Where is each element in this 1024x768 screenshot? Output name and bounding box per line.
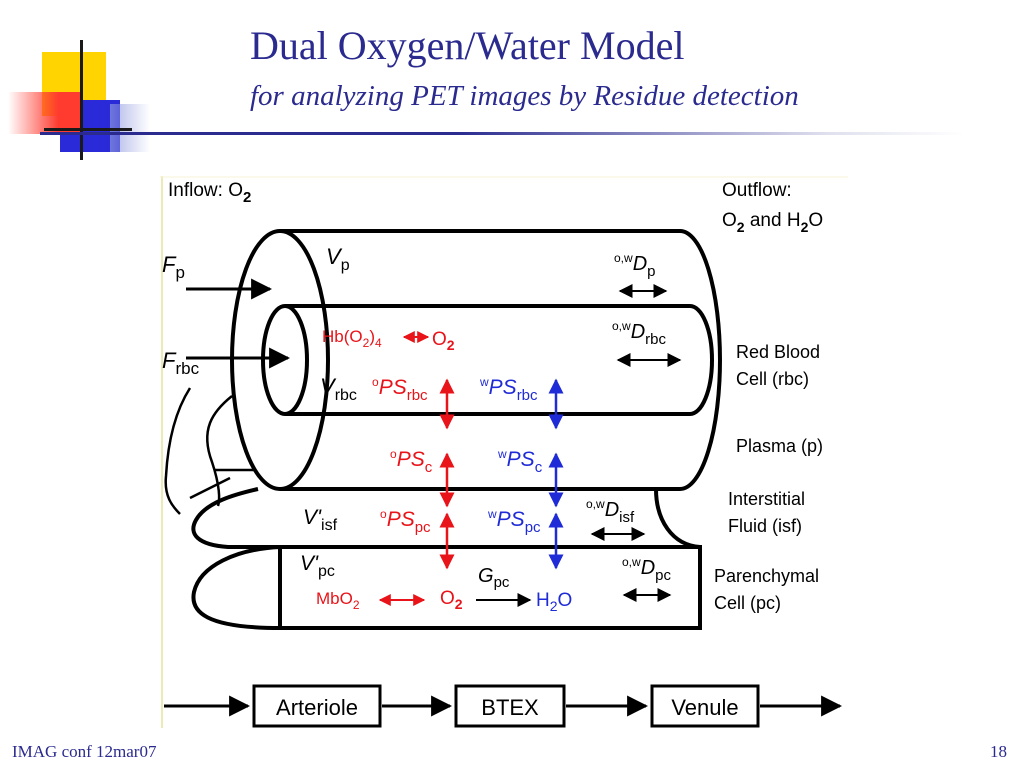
volume-visf-label: V'isf: [303, 506, 338, 534]
ps-water-rbc: wPSrbc: [479, 375, 538, 404]
tissue-edge-lines: [164, 387, 256, 515]
arteriole-label: Arteriole: [276, 695, 358, 720]
diffusion-dp: o,wDp: [614, 251, 668, 298]
outflow-species: O2 and H2O: [722, 210, 823, 235]
species-h2o: H2O: [536, 590, 572, 614]
region-pc-line2: Cell (pc): [714, 593, 781, 613]
species-o2-pc: O2: [440, 588, 463, 612]
btex-box: [454, 684, 566, 728]
flow-fp-label: Fp: [162, 252, 185, 282]
logo-vertical-line: [80, 40, 83, 160]
region-rbc-line1: Red Blood: [736, 342, 820, 362]
volume-vrbc-label: Vrbc: [320, 374, 357, 404]
inflow-label: Inflow: O2: [168, 180, 251, 206]
venule-label: Venule: [671, 695, 738, 720]
ps-oxygen-capillary: oPSc: [390, 447, 433, 476]
diffusion-disf: o,wDisf: [586, 497, 646, 541]
region-isf-line1: Interstitial: [728, 489, 805, 509]
ps-water-capillary: wPSc: [497, 447, 543, 476]
logo-red-bar: [8, 92, 80, 134]
svg-text:o,wDpc: o,wDpc: [622, 555, 671, 584]
flow-chain: Arteriole BTEX Venule: [164, 684, 843, 728]
conversion-gpc-label: Gpc: [478, 565, 510, 591]
venule-box: [650, 684, 760, 728]
volume-vp-label: Vp: [326, 244, 350, 274]
rbc-cylinder: [261, 304, 714, 416]
species-hbo2: Hb(O2)4: [322, 327, 382, 350]
region-isf-line2: Fluid (isf): [728, 516, 802, 536]
slide-subtitle: for analyzing PET images by Residue dete…: [250, 80, 799, 112]
svg-text:o,wDrbc: o,wDrbc: [612, 319, 666, 348]
svg-text:o,wDp: o,wDp: [614, 251, 655, 280]
arteriole-box: [252, 684, 382, 728]
species-o2-rbc: O2: [432, 329, 455, 353]
ps-water-parenchymal: wPSpc: [487, 507, 541, 536]
ps-oxygen-rbc: oPSrbc: [372, 375, 428, 404]
species-mbo2: MbO2: [316, 589, 360, 612]
region-plasma: Plasma (p): [736, 436, 823, 456]
region-pc-line1: Parenchymal: [714, 566, 819, 586]
volume-vpc-label: V'pc: [300, 552, 335, 580]
title-divider: [40, 132, 964, 135]
diffusion-drbc: o,wDrbc: [612, 319, 682, 367]
svg-text:o,wDisf: o,wDisf: [586, 497, 635, 526]
slide-title: Dual Oxygen/Water Model: [250, 23, 685, 68]
region-rbc-line2: Cell (rbc): [736, 369, 809, 389]
interstitial-layer: [191, 487, 701, 549]
parenchymal-box: [191, 545, 702, 630]
ps-oxygen-parenchymal: oPSpc: [380, 507, 431, 536]
dual-model-diagram: Inflow: O2 Outflow: O2 and H2O Fp Frbc V…: [160, 176, 848, 728]
btex-label: BTEX: [481, 695, 539, 720]
page-number: 18: [990, 742, 1007, 761]
flow-frbc-label: Frbc: [162, 348, 200, 378]
logo-horizontal-line: [44, 128, 132, 131]
decorative-logo: [0, 0, 160, 170]
diagram-panel: Inflow: O2 Outflow: O2 and H2O Fp Frbc V…: [160, 176, 848, 728]
diffusion-dpc: o,wDpc: [622, 555, 671, 602]
footer-conference: IMAG conf 12mar07: [12, 742, 157, 761]
outflow-label: Outflow:: [722, 180, 792, 201]
